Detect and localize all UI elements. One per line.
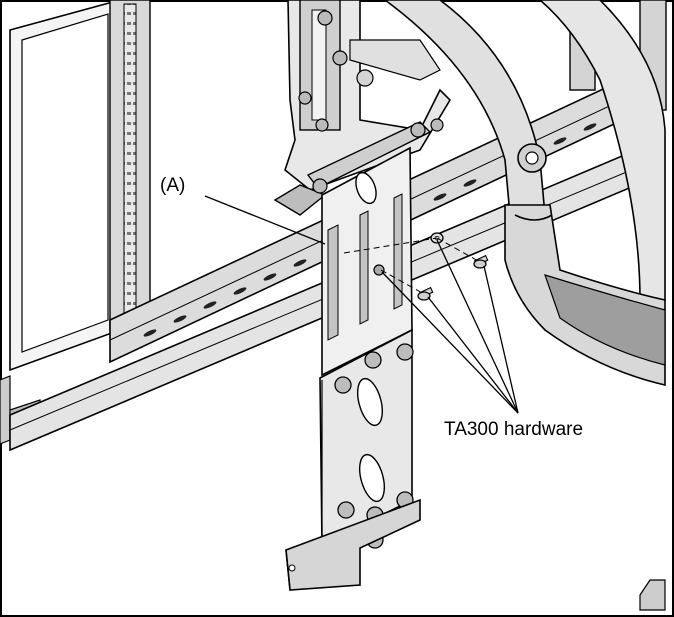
left-display-frame <box>0 0 151 445</box>
callout-label-a: (A) <box>160 175 186 196</box>
bracket-foot <box>285 498 421 591</box>
leader-hardware-1 <box>436 239 519 414</box>
screw-upper <box>473 254 489 269</box>
leader-hardware-3 <box>381 271 519 414</box>
screw-lower <box>417 286 434 301</box>
bracket-crossbar <box>306 121 432 194</box>
leader-hardware-2 <box>483 265 519 414</box>
loose-hardware <box>343 232 489 301</box>
leader-a <box>204 195 326 245</box>
leader-hardware-4 <box>427 296 519 414</box>
callout-leaders <box>204 195 519 414</box>
vertical-adapter-bracket <box>321 146 413 377</box>
articulating-arm <box>383 0 666 387</box>
callout-label-hardware: TA300 hardware <box>444 419 584 440</box>
